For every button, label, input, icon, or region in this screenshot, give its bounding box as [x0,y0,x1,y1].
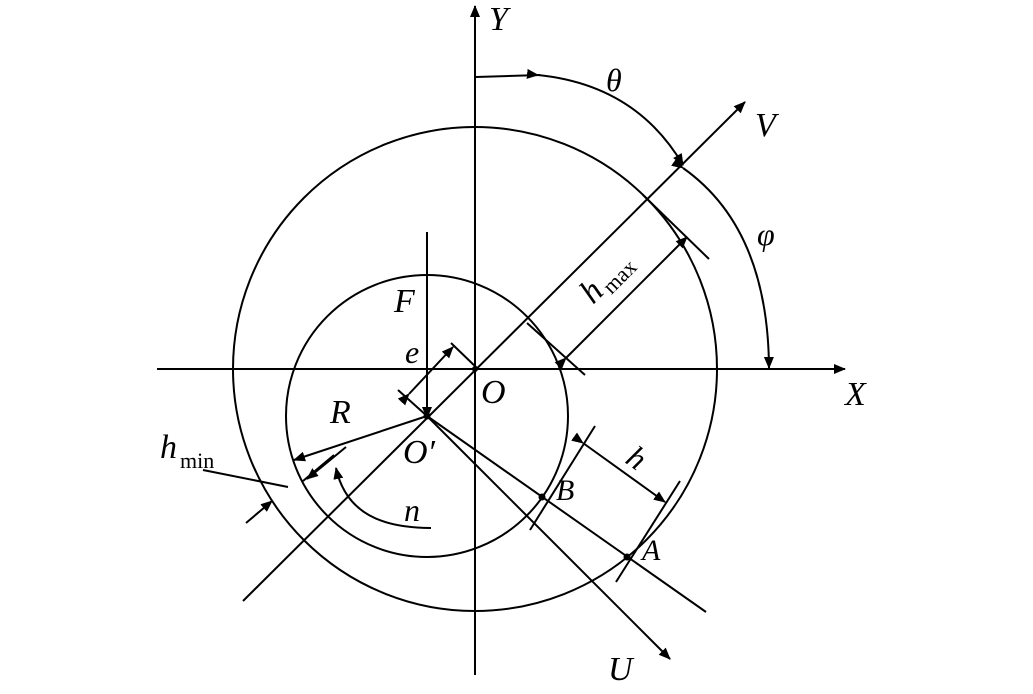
center-o-prime-point [423,412,431,420]
rotation-label: n [404,492,420,528]
eccentricity-label: e [405,334,419,370]
hmax-dimension [554,236,688,370]
center-o-prime-label: O′ [403,434,436,471]
v-axis [242,101,746,602]
u-axis-label: U [608,651,635,688]
center-o-label: O [481,374,506,411]
eccentricity-dimension [397,346,454,406]
hmin-outer-arrow [245,500,273,524]
theta-arc [526,68,684,166]
h-label: h [620,438,654,477]
x-axis-label: X [843,376,867,413]
radius-label: R [329,394,351,431]
h-dimension [571,432,666,503]
v-axis-label: V [755,107,780,144]
eccentricity-extension [397,389,428,417]
hmin-label-main: h [160,429,177,466]
h-tangent-bearing [615,480,681,583]
u-axis [426,415,671,660]
y-axis-label: Y [489,1,511,38]
point-b [538,493,546,501]
radial-line-oa [426,415,707,613]
point-a [623,553,631,561]
point-b-label: B [556,474,574,507]
center-o-point [472,366,478,372]
hmin-inner-arrow [306,446,347,480]
force-label: F [393,283,416,320]
point-a-label: A [640,534,661,567]
phi-arc [671,157,774,369]
hmin-tick [302,454,335,482]
theta-start-tick [475,74,541,78]
hmax-label: h max [572,254,641,310]
hmin-leader [202,469,289,488]
radius-arrow [293,415,428,462]
hmin-label-sub: min [180,448,214,473]
rotation-arrow [333,467,432,529]
eccentricity-extension-upper [450,342,479,370]
theta-label: θ [606,62,622,98]
phi-label: φ [757,216,775,252]
